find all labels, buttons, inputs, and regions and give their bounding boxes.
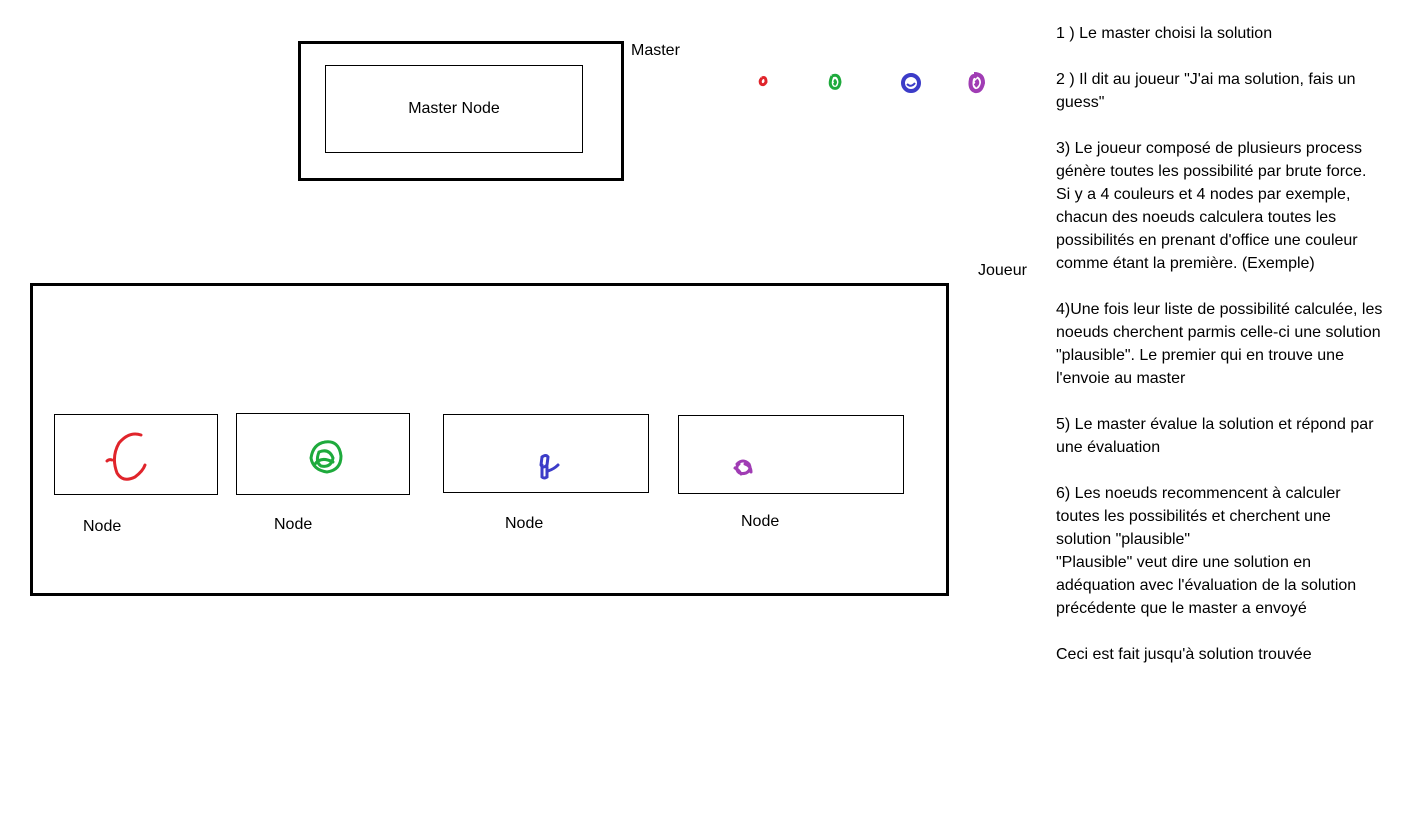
palette-dot-purple: [968, 72, 986, 94]
master-box: Master Node: [298, 41, 624, 181]
step-line: 3) Le joueur composé de plusieurs proces…: [1056, 140, 1362, 157]
step-5: 5) Le master évalue la solution et répon…: [1056, 413, 1412, 459]
palette-dot-blue: [901, 73, 921, 93]
step-line: "plausible". Le premier qui en trouve un…: [1056, 347, 1344, 364]
node-box-2: [236, 413, 410, 495]
joueur-label: Joueur: [978, 262, 1027, 279]
master-node-label: Master Node: [408, 100, 500, 117]
node-label-3: Node: [505, 515, 544, 532]
node-box-4: [678, 415, 904, 494]
node-label-4: Node: [741, 513, 780, 530]
node-box-3: [443, 414, 649, 493]
step-line: comme étant la première. (Exemple): [1056, 255, 1315, 272]
step-line: 6) Les noeuds recommencent à calculer: [1056, 485, 1341, 502]
step-2: 2 ) Il dit au joueur "J'ai ma solution, …: [1056, 68, 1412, 114]
step-line: 5) Le master évalue la solution et répon…: [1056, 416, 1374, 433]
steps-text: 1 ) Le master choisi la solution 2 ) Il d…: [1056, 22, 1412, 689]
step-line: Ceci est fait jusqu'à solution trouvée: [1056, 646, 1312, 663]
step-line: chacun des noeuds calculera toutes les: [1056, 209, 1337, 226]
step-4: 4)Une fois leur liste de possibilité cal…: [1056, 298, 1412, 390]
node-doodle-purple: [733, 459, 753, 476]
step-line: "Plausible" veut dire une solution en: [1056, 554, 1312, 571]
step-line: toutes les possibilités et cherchent une: [1056, 508, 1331, 525]
step-6: 6) Les noeuds recommencent à calculer tou…: [1056, 482, 1412, 620]
palette-dot-red: [758, 76, 768, 87]
node-label-1: Node: [83, 518, 122, 535]
step-1: 1 ) Le master choisi la solution: [1056, 22, 1412, 45]
step-3: 3) Le joueur composé de plusieurs proces…: [1056, 137, 1412, 275]
step-line: guess": [1056, 94, 1105, 111]
palette-dot-green: [828, 73, 842, 90]
step-line: adéquation avec l'évaluation de la solut…: [1056, 577, 1357, 594]
step-line: 1 ) Le master choisi la solution: [1056, 25, 1273, 42]
step-line: solution "plausible": [1056, 531, 1191, 548]
step-line: une évaluation: [1056, 439, 1161, 456]
step-line: noeuds cherchent parmis celle-ci une sol…: [1056, 324, 1381, 341]
node-doodle-red: [105, 432, 147, 481]
color-palette: [758, 72, 986, 94]
step-line: possibilités en prenant d'office une cou…: [1056, 232, 1358, 249]
joueur-box: [30, 283, 949, 596]
step-7: Ceci est fait jusqu'à solution trouvée: [1056, 643, 1412, 666]
node-doodle-blue: [539, 454, 560, 480]
node-box-1: [54, 414, 218, 495]
node-doodle-green: [309, 440, 343, 474]
step-line: précédente que le master a envoyé: [1056, 600, 1307, 617]
node-label-2: Node: [274, 516, 313, 533]
step-line: 2 ) Il dit au joueur "J'ai ma solution, …: [1056, 71, 1356, 88]
master-label: Master: [631, 42, 680, 59]
step-line: l'envoie au master: [1056, 370, 1186, 387]
step-line: génère toutes les possibilité par brute …: [1056, 163, 1367, 180]
master-node-box: Master Node: [325, 65, 583, 153]
step-line: 4)Une fois leur liste de possibilité cal…: [1056, 301, 1383, 318]
step-line: Si y a 4 couleurs et 4 nodes par exemple…: [1056, 186, 1351, 203]
